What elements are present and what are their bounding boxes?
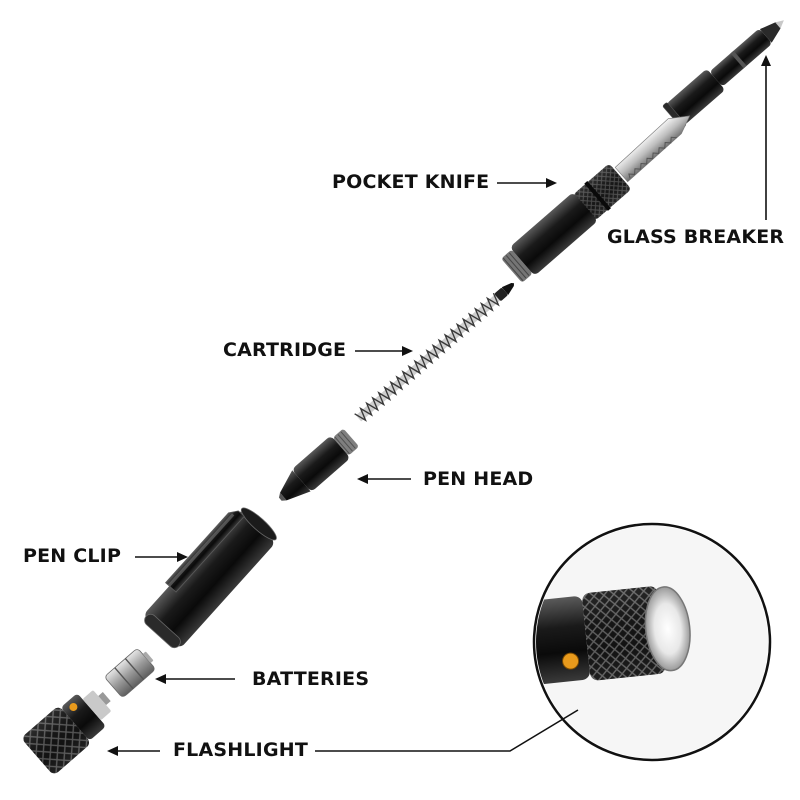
label-glass-breaker: GLASS BREAKER [607,226,785,248]
cartridge-part [354,283,515,422]
label-pen-head: PEN HEAD [423,468,534,490]
callout-arrows [107,55,771,756]
label-pen-clip: PEN CLIP [23,545,122,567]
label-cartridge: CARTRIDGE [223,339,347,361]
label-pocket-knife: POCKET KNIFE [332,171,490,193]
flashlight-zoom-inset [532,522,772,762]
label-flashlight: FLASHLIGHT [173,739,309,761]
flashlight-part [23,690,111,774]
pen-clip-part [144,507,277,649]
batteries-part [105,649,155,697]
flashlight-leader-line [315,709,579,752]
pocket-knife-part [502,115,691,282]
pen-head-part [278,429,358,501]
label-batteries: BATTERIES [252,668,370,690]
glass-breaker-part [662,20,784,129]
